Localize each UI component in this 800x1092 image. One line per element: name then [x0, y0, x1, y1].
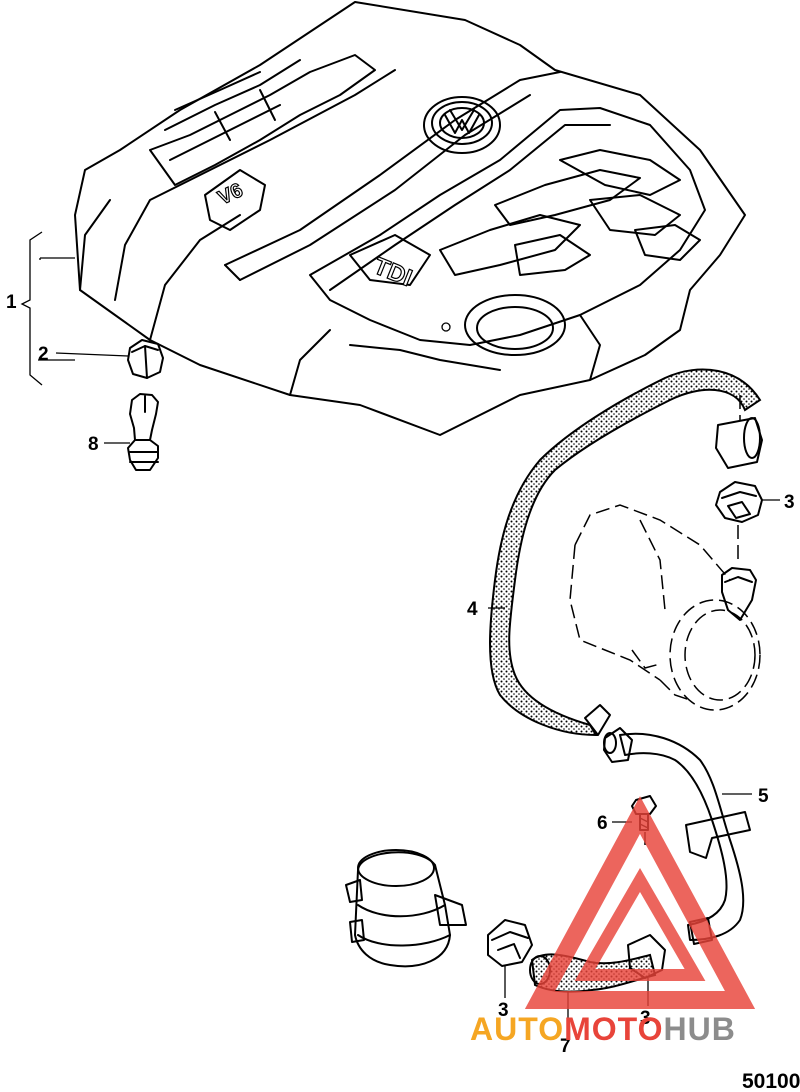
- callout-label: 2: [38, 344, 49, 365]
- hose-clamp: [715, 481, 780, 523]
- callout-label: 3: [498, 1000, 509, 1021]
- callout-label: 8: [88, 434, 99, 455]
- hose-clamp: [487, 919, 533, 998]
- callout-label: 3: [640, 1008, 651, 1029]
- leader-line: [55, 352, 129, 357]
- vw-emblem-icon: [423, 96, 501, 154]
- callout-label: 1: [6, 292, 17, 313]
- oil-separator: [569, 504, 761, 711]
- mounting-stud: [127, 393, 159, 471]
- callout-1-brace: [20, 231, 75, 386]
- callout-label: 6: [597, 813, 608, 834]
- separator-fitting: [721, 567, 757, 621]
- watermark-text: AUTOMOTOHUB: [470, 1011, 736, 1047]
- callout-label: 3: [784, 492, 795, 513]
- diagram-reference-number: 50100: [742, 1070, 800, 1092]
- tdi-marking: TDI: [370, 253, 416, 293]
- cover-nut: [127, 339, 164, 379]
- callout-label: 5: [758, 786, 769, 807]
- breather-hose: [489, 368, 763, 737]
- watermark-logo: [524, 796, 756, 1009]
- engine-cover: V6 TDI: [74, 1, 746, 436]
- intake-sensor: [345, 849, 467, 968]
- callout-label: 7: [560, 1036, 571, 1057]
- callout-label: 4: [467, 599, 478, 620]
